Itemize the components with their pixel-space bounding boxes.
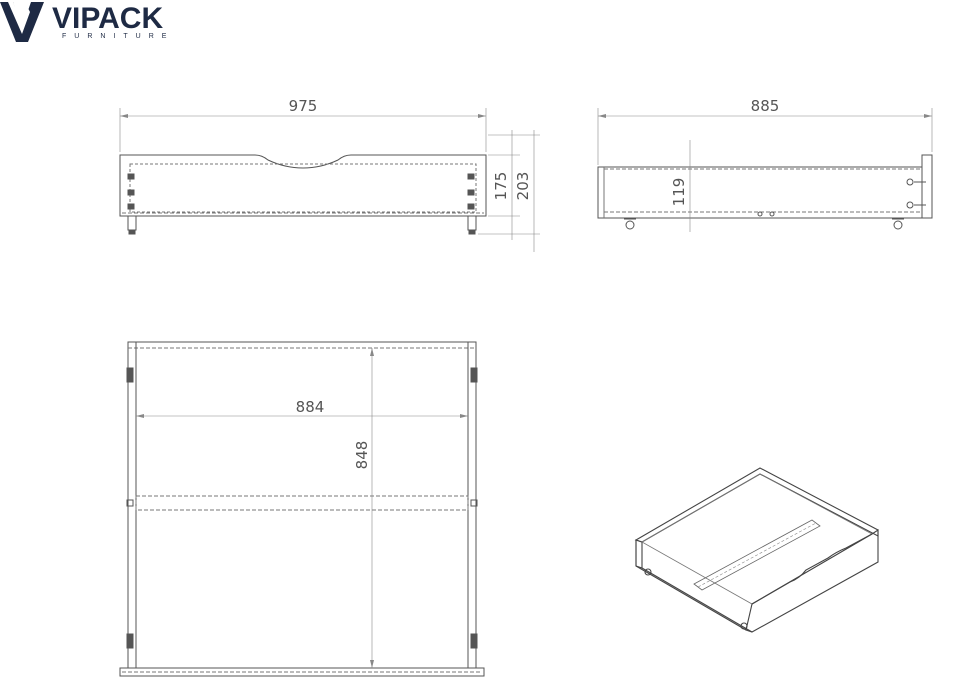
isometric-view [634,467,879,633]
side-front-panel [921,154,933,219]
front-inner-frame [129,163,477,213]
iso-wheel-front [740,622,748,630]
front-width-label: 975 [289,97,318,115]
side-height-label: 119 [670,178,688,207]
top-outline [127,341,477,669]
top-front-panel [119,667,485,677]
iso-back-rim [634,467,879,543]
iso-wheel-left [644,568,652,576]
front-panel-outline [119,154,487,217]
brand-name: VIPACK [52,2,163,35]
front-inner-height-label: 175 [492,172,510,201]
front-total-height-label: 203 [514,172,532,201]
top-width-label: 884 [296,398,325,416]
side-length-label: 885 [751,97,780,115]
iso-center-slat [693,519,821,591]
side-wheel-front [893,220,903,230]
logo-chevron-icon [0,2,44,42]
top-depth-label: 848 [353,441,371,470]
side-wheel-back [625,220,635,230]
front-wheel-right [467,215,477,231]
top-center-slat [135,495,469,511]
side-view [597,108,933,232]
brand-logo: VIPACK FURNITURE [0,2,174,42]
front-view [119,108,540,252]
top-view [119,341,485,677]
front-wheel-left [127,215,137,231]
brand-tagline: FURNITURE [62,33,174,40]
side-panel-outline [597,166,923,219]
